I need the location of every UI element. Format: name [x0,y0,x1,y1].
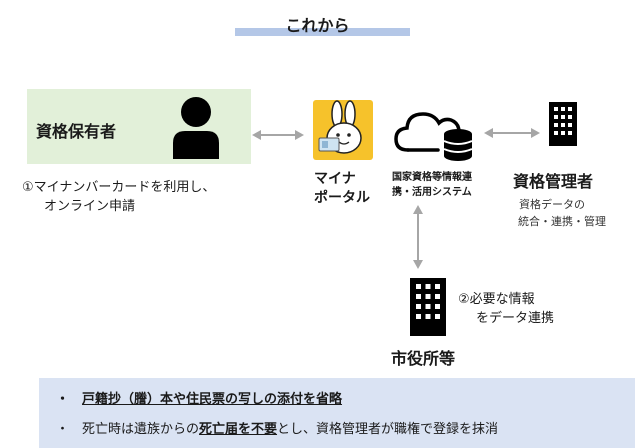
admin-note: 資格データの 統合・連携・管理 [518,196,606,230]
page-title: これから [285,16,350,35]
holder-note: ①マイナンバーカードを利用し、 オンライン申請 [22,178,215,216]
admin-label: 資格管理者 [513,172,594,191]
cloud-database-icon [394,112,473,161]
city-hall-label: 市役所等 [391,349,456,368]
person-icon [173,97,219,159]
bullet: ・ [56,392,70,407]
summary-item-1: ・戸籍抄（謄）本や住民票の写しの添付を省略 [56,388,342,407]
city-note-line2: をデータ連携 [476,311,555,326]
mynaportal-label: マイナ ポータル [314,170,370,208]
summary-item-1-text: 戸籍抄（謄）本や住民票の写しの添付を省略 [82,392,343,407]
summary-item-2-post: とし、資格管理者が職権で登録を抹消 [277,422,499,437]
system-label-line2: 携・活用システム [392,187,472,198]
holder-note-line1: ①マイナンバーカードを利用し、 [22,180,216,195]
summary-item-2: ・死亡時は遺族からの死亡届を不要とし、資格管理者が職権で登録を抹消 [56,418,498,437]
building-icon [549,102,577,146]
admin-note-line1: 資格データの [519,198,585,211]
arrow-holder-portal [252,130,304,140]
mynaportal-label-line2: ポータル [314,190,370,206]
city-hall-building-icon [410,278,446,336]
holder-label: 資格保有者 [36,122,117,141]
title-underline [235,28,410,36]
holder-note-line2: オンライン申請 [44,199,136,214]
summary-panel [39,378,635,448]
mynaportal-rabbit-icon [313,100,373,160]
bullet: ・ [56,422,70,437]
system-label-line1: 国家資格等情報連 [392,172,472,183]
city-note: ②必要な情報 をデータ連携 [458,290,554,328]
admin-note-line2: 統合・連携・管理 [518,215,606,228]
mynaportal-label-line1: マイナ [314,171,356,187]
arrow-system-admin [484,128,540,138]
summary-item-2-emphasis: 死亡届を不要 [199,422,278,437]
arrow-system-city [413,205,423,269]
system-label: 国家資格等情報連 携・活用システム [392,170,472,200]
city-note-line1: ②必要な情報 [458,292,535,307]
summary-item-2-pre: 死亡時は遺族からの [82,422,200,437]
